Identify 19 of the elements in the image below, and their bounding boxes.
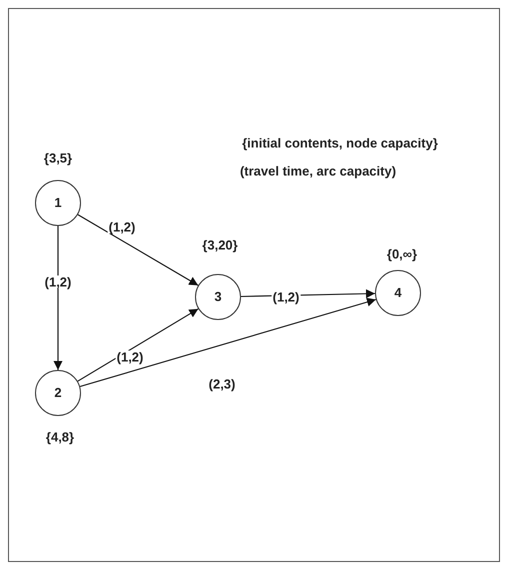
node-number: 3 xyxy=(214,288,222,306)
arrow xyxy=(78,214,198,286)
node-annotation: {3,5} xyxy=(44,149,72,168)
edge-label: (1,2) xyxy=(44,276,72,288)
edge-label: (1,2) xyxy=(116,350,144,364)
arrow xyxy=(54,226,62,370)
legend-note: {initial contents, node capacity} xyxy=(242,134,438,152)
node-annotation: {0,∞} xyxy=(386,245,418,264)
node-number: 4 xyxy=(394,284,402,302)
arrow xyxy=(77,308,199,382)
node-number: 1 xyxy=(54,194,62,212)
node-annotation: {4,8} xyxy=(46,428,74,446)
node-number: 2 xyxy=(54,384,62,402)
node-annotation: {3,20} xyxy=(202,236,238,254)
edge-label: (1,2) xyxy=(272,290,300,304)
arrow xyxy=(80,298,376,388)
edge-label: (2,3) xyxy=(208,378,236,390)
legend-note: (travel time, arc capacity) xyxy=(240,162,396,180)
edge-label: (1,2) xyxy=(108,220,136,234)
